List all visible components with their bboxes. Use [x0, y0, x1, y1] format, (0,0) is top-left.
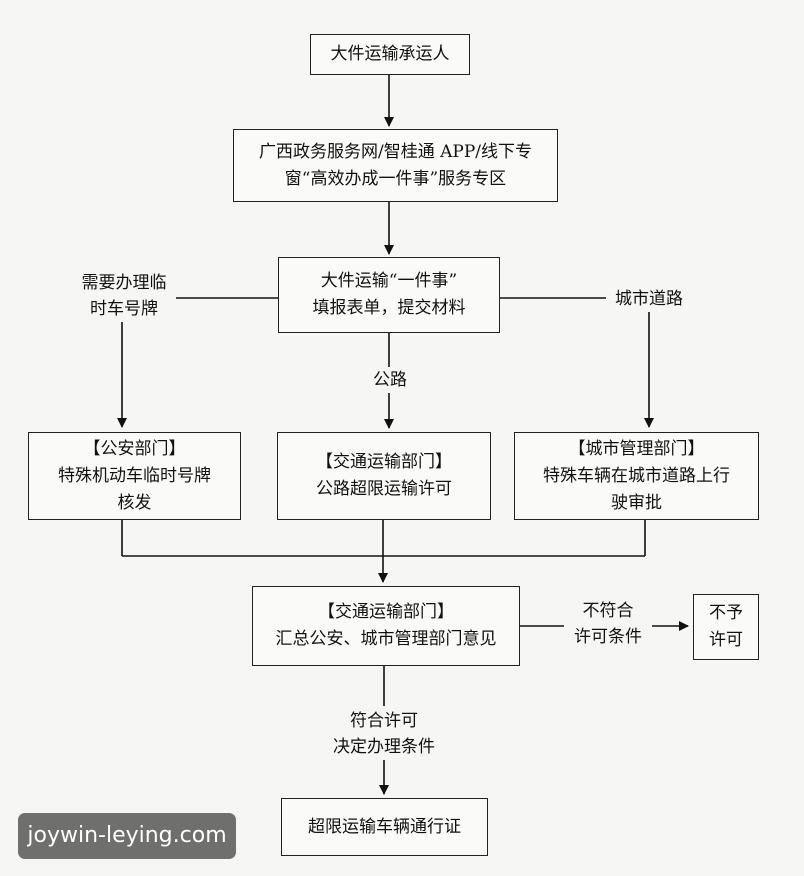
node-city: 【城市管理部门】 特殊车辆在城市道路上行 驶审批 [514, 432, 759, 520]
node-transport-text-1: 【交通运输部门】 [316, 452, 452, 472]
label-highway: 公路 [369, 367, 411, 393]
label-meet-2: 决定办理条件 [333, 737, 435, 757]
label-temp-plate: 需要办理临 时车号牌 [72, 270, 176, 322]
node-reject-text-2: 许可 [709, 630, 743, 650]
node-permit: 超限运输车辆通行证 [281, 798, 488, 856]
label-not-meet: 不符合 许可条件 [564, 598, 652, 650]
node-transport-text-2: 公路超限运输许可 [316, 479, 452, 499]
node-city-text-3: 驶审批 [611, 492, 662, 513]
node-apply-text-2: 填报表单，提交材料 [312, 298, 466, 318]
node-police: 【公安部门】 特殊机动车临时号牌 核发 [28, 432, 241, 520]
label-meet: 符合许可 决定办理条件 [318, 708, 450, 760]
node-summary: 【交通运输部门】 汇总公安、城市管理部门意见 [252, 586, 520, 666]
node-reject-text-1: 不予 [709, 603, 743, 623]
node-police-text-2: 特殊机动车临时号牌 [58, 465, 211, 486]
label-highway-text: 公路 [373, 370, 407, 390]
label-temp-plate-2: 时车号牌 [90, 299, 158, 319]
node-transport: 【交通运输部门】 公路超限运输许可 [277, 432, 491, 520]
node-apply: 大件运输“一件事” 填报表单，提交材料 [278, 257, 500, 333]
node-permit-text: 超限运输车辆通行证 [308, 816, 461, 837]
label-city-road: 城市道路 [606, 286, 692, 312]
watermark: joywin-leying.com [18, 813, 236, 859]
label-city-road-text: 城市道路 [615, 289, 683, 309]
node-reject: 不予 许可 [693, 594, 759, 660]
node-portal: 广西政务服务网/智桂通 APP/线下专 窗“高效办成一件事”服务专区 [233, 129, 558, 202]
node-police-text-1: 【公安部门】 [83, 438, 186, 459]
node-city-text-2: 特殊车辆在城市道路上行 [543, 465, 730, 486]
label-meet-1: 符合许可 [350, 711, 418, 731]
node-carrier-text: 大件运输承运人 [330, 44, 450, 64]
label-not-meet-2: 许可条件 [574, 627, 642, 647]
node-summary-text-2: 汇总公安、城市管理部门意见 [275, 629, 497, 649]
node-apply-text-1: 大件运输“一件事” [320, 271, 458, 291]
node-police-text-3: 核发 [117, 492, 152, 513]
node-carrier: 大件运输承运人 [310, 34, 470, 75]
node-portal-text-1: 广西政务服务网/智桂通 APP/线下专 [258, 141, 532, 162]
node-summary-text-1: 【交通运输部门】 [318, 602, 454, 622]
node-city-text-1: 【城市管理部门】 [568, 438, 705, 459]
label-not-meet-1: 不符合 [582, 601, 634, 621]
label-temp-plate-1: 需要办理临 [81, 273, 167, 293]
node-portal-text-2: 窗“高效办成一件事”服务专区 [284, 168, 507, 189]
